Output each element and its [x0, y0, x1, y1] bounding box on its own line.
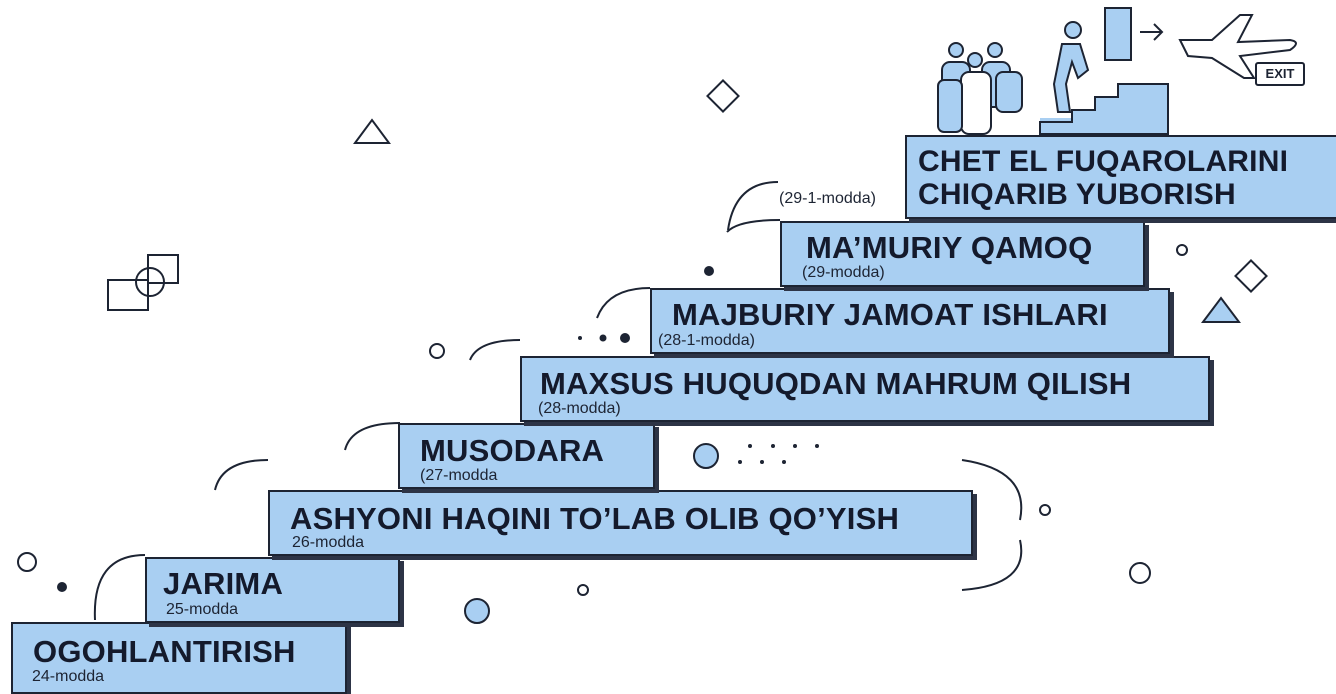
people-group-icon	[937, 42, 1023, 135]
diamond-shape	[706, 79, 740, 113]
step-mamuriy-qamoq	[780, 221, 1145, 287]
step-jarima	[145, 557, 400, 623]
dot	[815, 444, 819, 448]
dot	[704, 266, 714, 276]
step-article: (29-1-modda)	[779, 190, 876, 207]
step-title: OGOHLANTIRISH	[33, 634, 296, 669]
dot	[599, 334, 607, 342]
square-shape	[107, 279, 149, 311]
step-chet-el-fuqarolari	[905, 135, 1336, 219]
step-article: 24-modda	[32, 668, 105, 685]
dot	[782, 460, 786, 464]
step-title: ASHYONI HAQINI TO’LAB OLIB QO’YISH	[290, 501, 900, 536]
stairs-icon	[1039, 83, 1169, 135]
bracket-arc	[961, 459, 1023, 521]
step-title: MAJBURIY JAMOAT ISHLARI	[672, 297, 1108, 332]
connector-arc	[469, 339, 521, 361]
connector-arc	[344, 422, 401, 451]
step-article: 26-modda	[292, 534, 365, 551]
step-article: (28-1-modda)	[658, 332, 755, 349]
exit-sign: EXIT	[1255, 62, 1305, 86]
circle-shape	[577, 584, 589, 596]
step-title: MA’MURIY QAMOQ	[806, 230, 1093, 265]
step-article: 25-modda	[166, 601, 239, 618]
connector-arc	[726, 219, 781, 233]
connector-arc	[214, 459, 269, 491]
bracket-arc	[961, 539, 1023, 591]
connector-arc	[596, 287, 651, 319]
circle-shape	[429, 343, 445, 359]
circle-shape	[1129, 562, 1151, 584]
airplane-icon	[1178, 14, 1297, 79]
square-shape	[147, 254, 179, 284]
step-ogohlantirish	[11, 622, 347, 694]
dot	[738, 460, 742, 464]
exit-door-icon	[1104, 7, 1164, 61]
circle-shape	[1039, 504, 1051, 516]
step-article: (29-modda)	[802, 264, 885, 281]
walking-person-icon	[1052, 21, 1090, 113]
step-article: (28-modda)	[538, 400, 621, 417]
dot	[771, 444, 775, 448]
circle-shape	[693, 443, 719, 469]
dot	[57, 582, 67, 592]
step-title: MAXSUS HUQUQDAN MAHRUM QILISH	[540, 366, 1132, 401]
step-musodara	[398, 423, 655, 489]
step-title: JARIMA	[163, 566, 284, 601]
step-title-line2: CHIQARIB YUBORISH	[918, 178, 1236, 211]
dot	[578, 336, 582, 340]
triangle-shape	[1201, 296, 1241, 323]
connector-arc	[727, 181, 779, 231]
diamond-shape	[1234, 259, 1268, 293]
step-ashyoni	[268, 490, 973, 556]
dot	[748, 444, 752, 448]
dot	[760, 460, 764, 464]
step-majburiy-jamoat	[650, 288, 1170, 354]
connector-arc	[93, 554, 146, 621]
circle-shape	[1176, 244, 1188, 256]
dot	[620, 333, 630, 343]
triangle-shape	[353, 118, 391, 144]
dot	[793, 444, 797, 448]
circle-shape	[464, 598, 490, 624]
step-title-line1: CHET EL FUQAROLARINI	[918, 145, 1289, 178]
step-title: MUSODARA	[420, 433, 605, 468]
circle-shape	[17, 552, 37, 572]
step-maxsus-huquq	[520, 356, 1210, 422]
step-article: (27-modda	[420, 467, 498, 484]
